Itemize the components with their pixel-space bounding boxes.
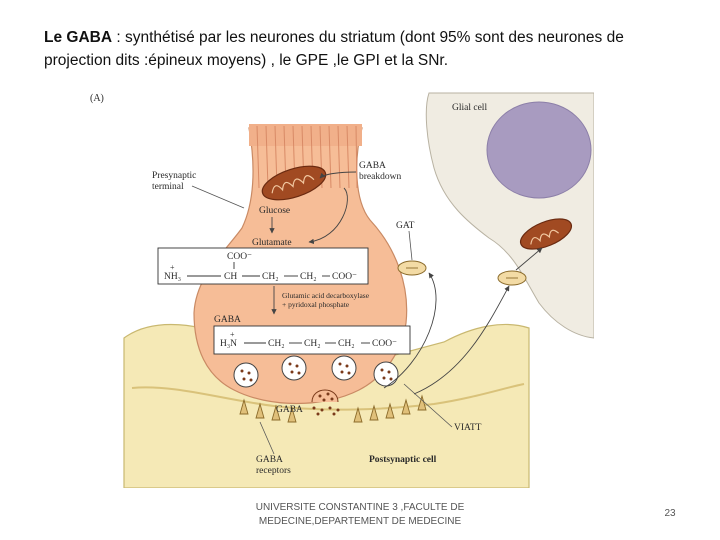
glutamate-label: Glutamate [252,238,292,248]
postsynaptic-label: Postsynaptic cell [369,455,437,465]
gat-transporter-glial [497,270,527,286]
glutamate-formula-box [157,247,369,285]
receptors-label-line2: receptors [256,466,291,476]
footer-line2: MEDECINE,DEPARTEMENT DE MEDECINE [258,516,462,527]
gad-label-line1: Glutamic acid decarboxylase [282,291,370,300]
glutamate-ch: CH [224,272,237,282]
gaba-ch2-c: CH₂ [338,339,355,349]
receptors-pointer [259,421,275,455]
glutamate-ch2-a: CH₂ [262,272,279,282]
gad-label-line2: + pyridoxal phosphate [282,300,350,309]
glutamate-coo-end: COO⁻ [332,272,357,282]
slide-text: Le GABA : synthétisé par les neurones du… [44,26,684,72]
gaba-receptors [239,394,427,423]
glial-internal-arrow [515,247,543,271]
gaba-ch2-a: CH₂ [268,339,285,349]
gat-transporter-presynaptic [397,260,427,276]
glutamate-coo-top: COO⁻ [227,252,252,262]
reuptake-arrow [383,272,437,389]
glutamate-nh3: NH₃ [164,272,181,282]
title-rest: : synthétisé par les neurones du striatu… [44,29,624,69]
glutamate-plus: + [170,263,175,272]
gat-pointer [408,230,413,261]
gaba-plus: + [230,330,235,339]
exocytosis-vesicle [311,389,339,403]
gaba-ch2-b: CH₂ [304,339,321,349]
postsynaptic-membrane [131,383,525,411]
panel-letter: (A) [90,93,104,104]
glial-uptake-arrow [413,285,510,395]
breakdown-to-glutamate-arrow [308,187,348,245]
viatt-pointer [403,383,453,428]
gaba-cleft-label: GABA [276,405,303,415]
viatt-label: VIATT [454,423,482,433]
gaba-breakdown-line2: breakdown [359,172,401,182]
gaba-label: GABA [214,315,241,325]
cleft-gaba-dots [312,406,340,416]
gat-label: GAT [396,221,415,231]
glial-mitochondrion [519,218,573,250]
glutamate-ch2-b: CH₂ [300,272,317,282]
receptors-label-line1: GABA [256,455,283,465]
presynaptic-label-line2: terminal [152,182,184,192]
page-number: 23 [664,508,676,519]
axon-stalk [249,124,362,146]
presynaptic-pointer [191,185,245,209]
glucose-label: Glucose [259,206,290,216]
gaba-formula-box [213,325,411,355]
gaba-h3n: H₃N [220,339,237,349]
footer-line1: UNIVERSITE CONSTANTINE 3 ,FACULTE DE [255,502,465,513]
glial-nucleus [486,101,592,199]
breakdown-arrow [319,171,357,179]
footer: UNIVERSITE CONSTANTINE 3 ,FACULTE DE MED… [225,501,495,529]
presynaptic-label-line1: Presynaptic [152,171,196,181]
synaptic-vesicles [233,355,399,388]
gaba-coo: COO⁻ [372,339,397,349]
title-bold: Le GABA [44,29,113,46]
glial-cell-label: Glial cell [452,103,487,113]
presynaptic-mitochondrion [261,165,327,201]
gaba-breakdown-line1: GABA [359,161,386,171]
gaba-synapse-figure: Glial cell (A) Presynaptic terminal GABA… [90,92,594,488]
